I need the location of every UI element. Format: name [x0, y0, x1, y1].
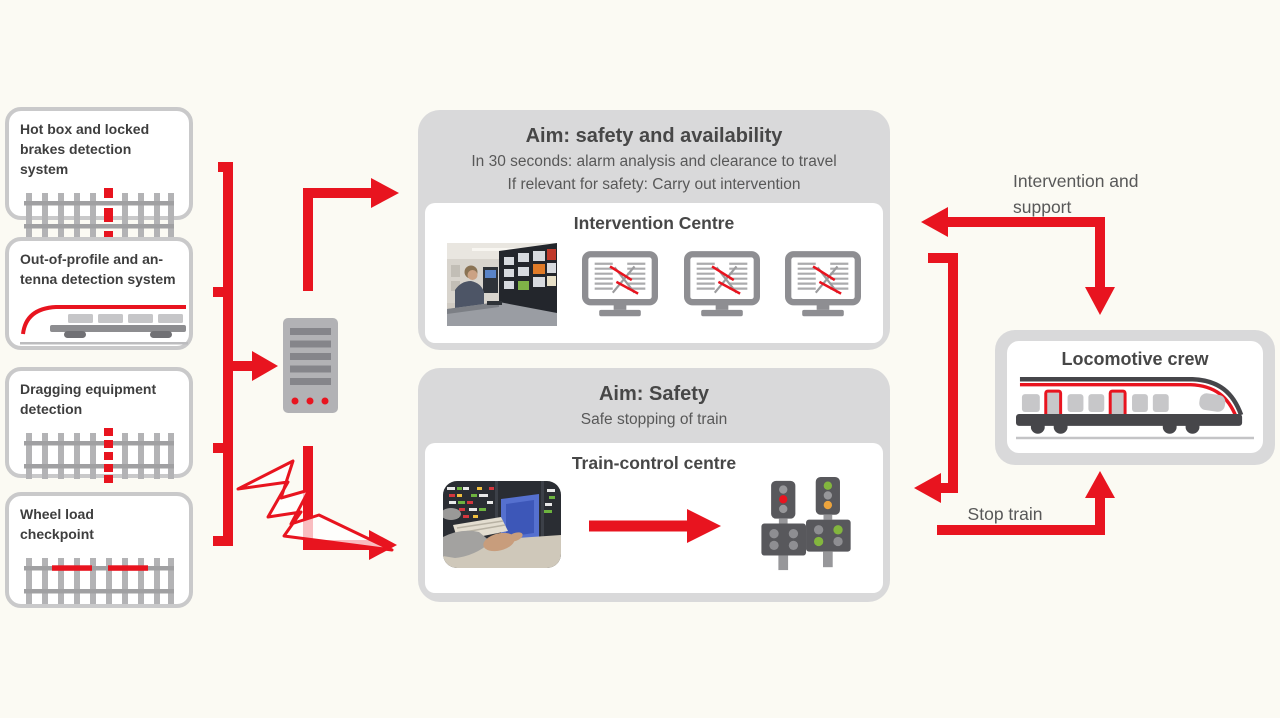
train-control-content — [425, 476, 883, 573]
train-control-stage-box: Aim: Safety Safe stopping of train Train… — [418, 368, 890, 602]
intervention-centre-panel: Intervention Centre — [425, 203, 883, 343]
intervention-stage-box: Aim: safety and availability In 30 secon… — [418, 110, 890, 350]
control-room-photo — [447, 243, 557, 326]
data-hub-server-icon — [283, 318, 338, 413]
detector-title-line: brakes detection system — [20, 140, 132, 177]
train-control-aim-line1: Safe stopping of train — [580, 411, 728, 428]
server-to-train-control-arrow — [303, 446, 397, 560]
train-control-panel: Train-control centre — [425, 443, 883, 593]
detector-box-wheel-load: Wheel load checkpoint — [5, 492, 193, 608]
intervention-crew-support-arrow — [921, 207, 1115, 315]
intervention-support-line: Intervention and — [1013, 171, 1139, 191]
intervention-support-line: support — [1013, 197, 1072, 218]
detector-title-line: Out-of-profile and an- — [20, 251, 164, 267]
detector-box-out-of-profile: Out-of-profile and an- tenna detection s… — [5, 237, 193, 350]
detector-box-hot-box: Hot box and locked brakes detection syst… — [5, 107, 193, 242]
intervention-aim-line2: If relevant for safety: Carry out interv… — [507, 176, 801, 194]
detector-title-line: checkpoint — [20, 525, 94, 542]
detector-title-line: Hot box and locked — [20, 121, 150, 137]
locomotive-crew-panel: Locomotive crew — [1007, 341, 1263, 453]
signaller-keyboard-photo — [443, 481, 561, 568]
detector-title-line: Dragging equipment — [20, 381, 157, 397]
detector-title: Out-of-profile and an- tenna detection s… — [20, 250, 178, 290]
track-hot-box-icon — [24, 187, 174, 242]
locomotive-crew-title: Locomotive crew — [1061, 349, 1209, 369]
detector-title: Hot box and locked brakes detection syst… — [20, 120, 178, 180]
radio-link-lightning-icon — [236, 459, 394, 552]
railway-signals-icon — [761, 476, 851, 571]
detector-bus-line — [213, 162, 233, 546]
detector-box-dragging-equipment: Dragging equipment detection — [5, 367, 193, 483]
intervention-aim-title: Aim: safety and availability — [525, 125, 783, 147]
track-diagram-monitor-icon — [683, 250, 760, 316]
intervention-support-label: Intervention and support — [1013, 168, 1139, 221]
track-dragging-icon — [24, 427, 174, 483]
command-arrow — [589, 508, 721, 543]
train-control-aim-title: Aim: Safety — [598, 383, 710, 405]
train-control-title: Train-control centre — [571, 453, 737, 473]
intervention-aim-line1: In 30 seconds: alarm analysis and cleara… — [471, 153, 837, 170]
track-diagram-monitor-icon — [784, 250, 861, 316]
intervention-centre-content — [425, 243, 883, 326]
track-wheel-load-icon — [24, 557, 174, 604]
intervention-to-train-control-arrow — [914, 253, 958, 503]
detector-title-line: tenna detection system — [20, 270, 176, 287]
bus-to-server-arrow — [228, 351, 278, 381]
detector-title-line: detection — [20, 400, 83, 417]
detector-title-line: Wheel load — [20, 506, 94, 522]
locomotive-train-icon — [1016, 377, 1254, 440]
train-profile-icon — [20, 304, 188, 345]
locomotive-crew-box: Locomotive crew — [995, 330, 1275, 465]
server-to-intervention-arrow — [303, 178, 399, 291]
intervention-centre-title: Intervention Centre — [573, 213, 735, 233]
track-diagram-monitor-icon — [582, 250, 659, 316]
stop-train-label: Stop train — [967, 504, 1043, 524]
detector-title: Wheel load checkpoint — [20, 505, 178, 545]
detector-title: Dragging equipment detection — [20, 380, 178, 420]
